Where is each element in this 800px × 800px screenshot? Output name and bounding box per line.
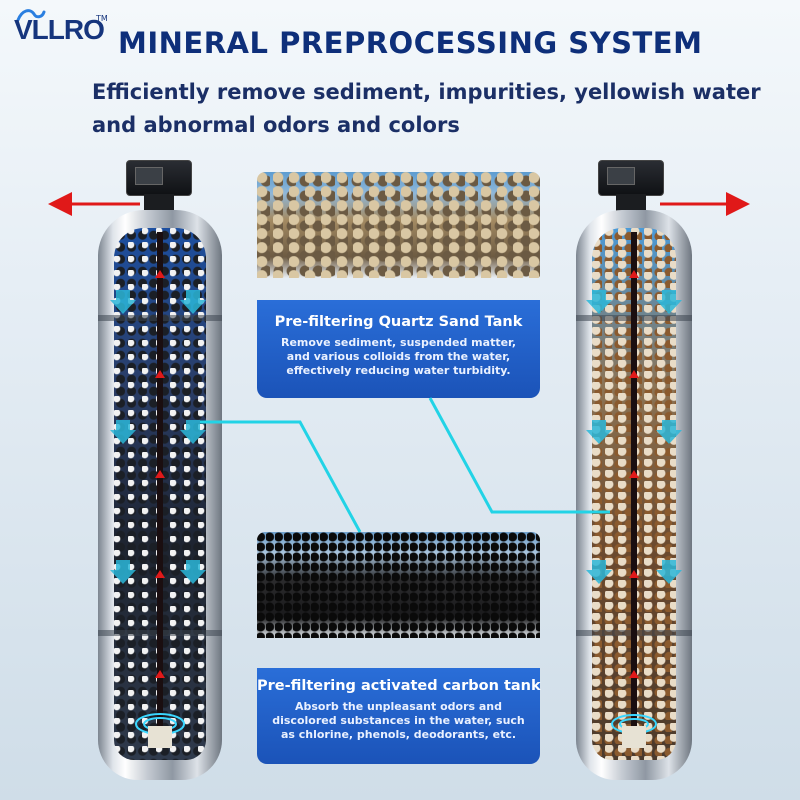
distributor-base-right xyxy=(622,726,646,748)
activated-carbon-photo xyxy=(257,532,540,638)
logo-wave-icon xyxy=(16,9,46,22)
trademark-mark: TM xyxy=(96,14,108,23)
control-valve-left xyxy=(126,160,192,196)
quartz-sand-photo xyxy=(257,172,540,278)
downflow-arrows-right-icon xyxy=(586,290,682,584)
activated-carbon-card-body: Absorb the unpleasant odors and discolor… xyxy=(272,700,525,741)
activated-carbon-card-title: Pre-filtering activated carbon tank xyxy=(257,678,541,694)
quartz-sand-card-body: Remove sediment, suspended matter, and v… xyxy=(280,336,517,377)
connector-line-carbon xyxy=(200,420,362,533)
connector-line-sand xyxy=(428,397,610,514)
downflow-arrows-left-icon xyxy=(110,290,206,584)
quartz-sand-card-title: Pre-filtering Quartz Sand Tank xyxy=(274,314,523,330)
valve-neck-left xyxy=(144,194,174,212)
brand-logo: VLLRO xyxy=(14,14,105,45)
sand-tank-illustration xyxy=(576,210,692,780)
distributor-base-left xyxy=(148,726,172,748)
valve-neck-right xyxy=(616,194,646,212)
upflow-arrows-left-icon xyxy=(155,270,165,678)
activated-carbon-card: Pre-filtering activated carbon tank Abso… xyxy=(257,668,541,764)
upflow-arrows-right-icon xyxy=(629,270,639,678)
quartz-sand-card: Pre-filtering Quartz Sand Tank Remove se… xyxy=(257,300,540,398)
page-subtitle: Efficiently remove sediment, impurities,… xyxy=(92,80,761,137)
page-title: MINERAL PREPROCESSING SYSTEM xyxy=(118,26,703,60)
